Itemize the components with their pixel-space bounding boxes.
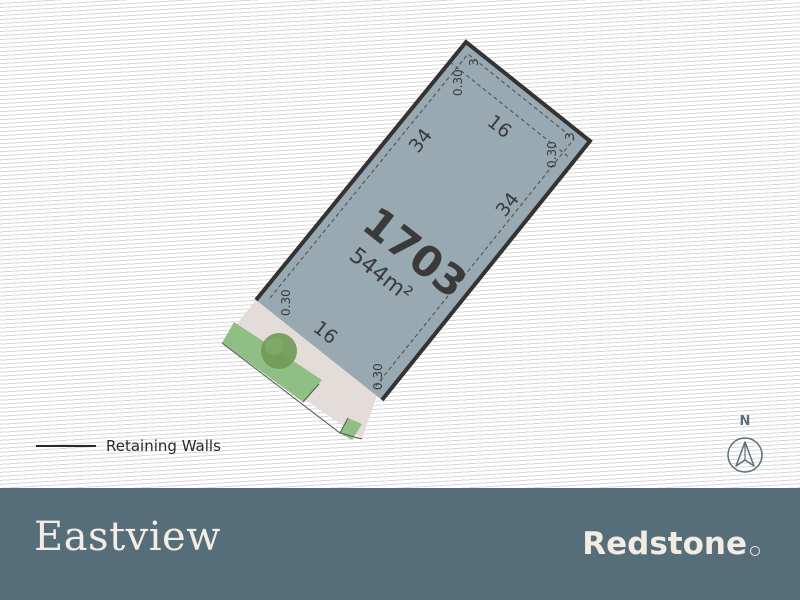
easement-side-right: 3	[563, 132, 577, 140]
easement-front-left: 0.30	[279, 289, 293, 316]
retaining-wall-legend-line	[36, 445, 96, 447]
logo-dot-icon	[750, 546, 760, 556]
north-label: N	[739, 414, 751, 429]
easement-rear-left: 0.30	[451, 69, 465, 96]
developer-name: Redstone	[582, 526, 747, 562]
site-plan-map: 0.30 3 0.30 3 0.30 0.30 34 16 34 16 1703…	[0, 0, 800, 488]
easement-front-right: 0.30	[371, 363, 385, 390]
easement-line	[269, 53, 575, 388]
north-arrow: N	[724, 414, 766, 476]
lot-1703[interactable]	[256, 42, 590, 400]
estate-logo: Eastview	[34, 514, 221, 560]
legend: Retaining Walls	[36, 436, 221, 456]
legend-label: Retaining Walls	[106, 437, 221, 455]
retaining-wall	[254, 39, 593, 402]
easement-rear-right: 3	[467, 58, 481, 66]
lot-plan: 0.30 3 0.30 3 0.30 0.30 34 16 34 16 1703…	[221, 39, 593, 440]
developer-logo: Redstone	[582, 526, 760, 562]
compass-icon	[727, 437, 763, 473]
footer-bar: Eastview Redstone	[0, 488, 800, 600]
easement-side-top: 0.30	[545, 141, 559, 168]
